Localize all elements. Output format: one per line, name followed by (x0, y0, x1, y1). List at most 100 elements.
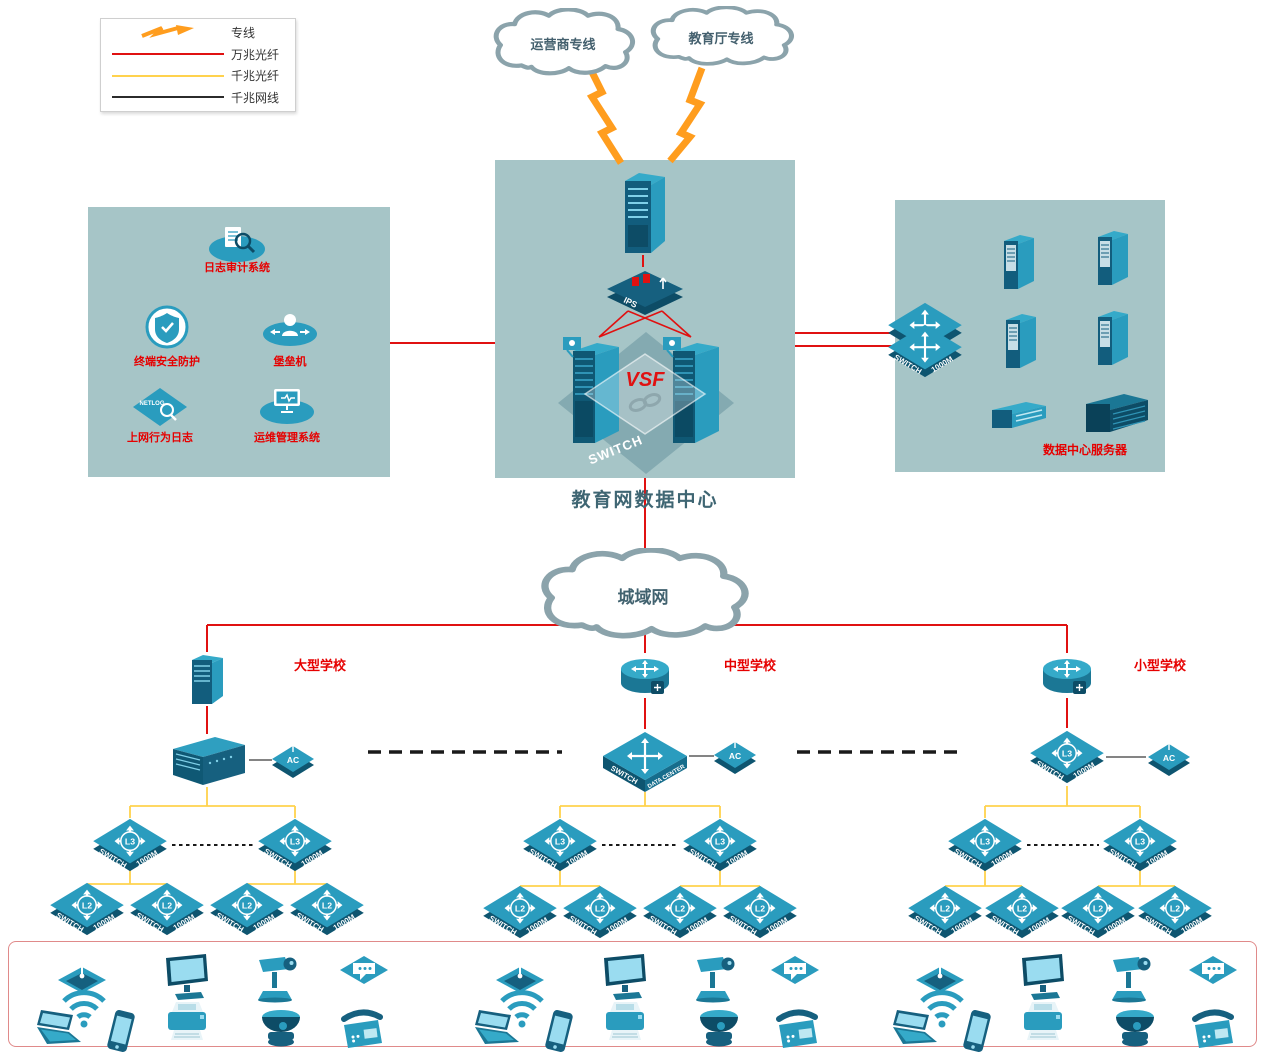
ptz-camera-icon (689, 951, 741, 1003)
svg-text:L2: L2 (242, 901, 252, 911)
printer-icon (161, 999, 213, 1045)
legend-row-dedicated-line: 专线 (109, 22, 287, 43)
rack-unit-icon (986, 400, 1050, 430)
legend-label: 专线 (231, 26, 256, 41)
cloud-shape (493, 8, 636, 76)
printer-icon (1017, 999, 1069, 1045)
cloud-shape (541, 548, 749, 639)
log-audit-label: 日志审计系统 (204, 262, 270, 274)
svg-text:L2: L2 (82, 901, 92, 911)
bastion-host-label: 堡垒机 (273, 356, 307, 368)
small-school-label: 小型学校 (1133, 658, 1186, 673)
cloud-shape (650, 6, 795, 66)
legend-label: 千兆网线 (231, 90, 280, 105)
wifi-signal-icon (496, 983, 548, 1029)
laptop-icon (887, 1008, 939, 1050)
terminal-security-label: 终端安全防护 (134, 356, 200, 368)
legend-label: 万兆光纤 (231, 47, 280, 62)
large-school-label: 大型学校 (293, 658, 346, 673)
cloud-education-label: 教育厅专线 (688, 30, 754, 46)
wifi-signal-icon (916, 983, 968, 1029)
red-line-sample (109, 53, 227, 56)
ip-phone-icon (1187, 1005, 1239, 1051)
dome-camera-icon (255, 1004, 307, 1048)
svg-text:L2: L2 (1093, 904, 1103, 914)
svg-text:L2: L2 (322, 901, 332, 911)
smartphone-icon (95, 1008, 147, 1054)
medium-school-label: 中型学校 (723, 658, 776, 673)
server-tower-icon (1092, 227, 1132, 289)
im-terminal-icon (769, 951, 821, 997)
lightning-icon (109, 24, 227, 42)
laptop-icon (469, 1008, 521, 1050)
link-chain-icon (628, 393, 662, 412)
datacenter-switch-icon: SWITCH DATA CENTER (601, 728, 689, 794)
router-icon (618, 653, 672, 699)
legend-label: 千兆光纤 (231, 69, 280, 84)
legend: 专线 万兆光纤 千兆光纤 千兆网线 (100, 18, 296, 112)
ac-controller-icon: AC (712, 734, 758, 778)
svg-text:L3: L3 (715, 837, 725, 847)
cloud-man: 城域网 (533, 548, 753, 642)
vsf-label: VSF (626, 369, 666, 391)
large-school-gateway-icon (165, 733, 249, 787)
core-server-left-icon (563, 335, 627, 449)
im-terminal-icon (1187, 951, 1239, 997)
terminal-security-icon (143, 303, 191, 351)
wifi-signal-icon (58, 983, 110, 1029)
lightning-bolt-lines (581, 56, 706, 165)
wireless-ap-icon (494, 949, 546, 995)
ptz-camera-icon (1105, 951, 1157, 1003)
im-terminal-icon (338, 951, 390, 997)
server-tower-icon (998, 231, 1038, 293)
legend-row-10g-fiber: 万兆光纤 (109, 44, 287, 65)
dome-camera-icon (1109, 1004, 1161, 1048)
cloud-operator-label: 运营商专线 (530, 36, 596, 52)
ptz-camera-icon (251, 951, 303, 1003)
ops-management-icon (257, 385, 317, 427)
server-tower-icon (1092, 307, 1132, 369)
svg-text:L2: L2 (595, 904, 605, 914)
netlog-label: 上网行为日志 (127, 432, 193, 444)
dome-camera-icon (693, 1004, 745, 1048)
server-tower-icon (1000, 310, 1040, 372)
svg-text:L2: L2 (515, 904, 525, 914)
wireless-ap-icon (914, 949, 966, 995)
svg-text:L3: L3 (980, 837, 990, 847)
smartphone-icon (533, 1008, 585, 1054)
cloud-man-label: 城域网 (617, 587, 669, 607)
cloud-education-line: 教育厅专线 (645, 6, 797, 68)
svg-text:L3: L3 (1135, 837, 1145, 847)
svg-text:AC: AC (729, 751, 741, 761)
printer-icon (599, 999, 651, 1045)
svg-text:AC: AC (1163, 753, 1175, 763)
1g-copper-lines (249, 755, 1146, 761)
ips-server-links (598, 310, 692, 338)
wireless-ap-icon (56, 949, 108, 995)
server-zone-label: 数据中心服务器 (1042, 443, 1127, 457)
datacenter-title: 教育网数据中心 (571, 490, 719, 511)
netlog-icon: NETLOG (131, 386, 189, 428)
svg-text:L2: L2 (940, 904, 950, 914)
svg-text:L3: L3 (555, 837, 565, 847)
svg-text:L2: L2 (675, 904, 685, 914)
log-audit-icon (205, 221, 269, 265)
server-zone-switch-icon: SWITCH 1000M (886, 321, 964, 381)
svg-text:L3: L3 (290, 837, 300, 847)
core-server-right-icon (663, 335, 727, 449)
svg-text:L3: L3 (1062, 749, 1072, 759)
netlog-text: NETLOG (140, 401, 165, 407)
desktop-monitor-icon (161, 951, 213, 1001)
router-icon (1040, 653, 1094, 699)
